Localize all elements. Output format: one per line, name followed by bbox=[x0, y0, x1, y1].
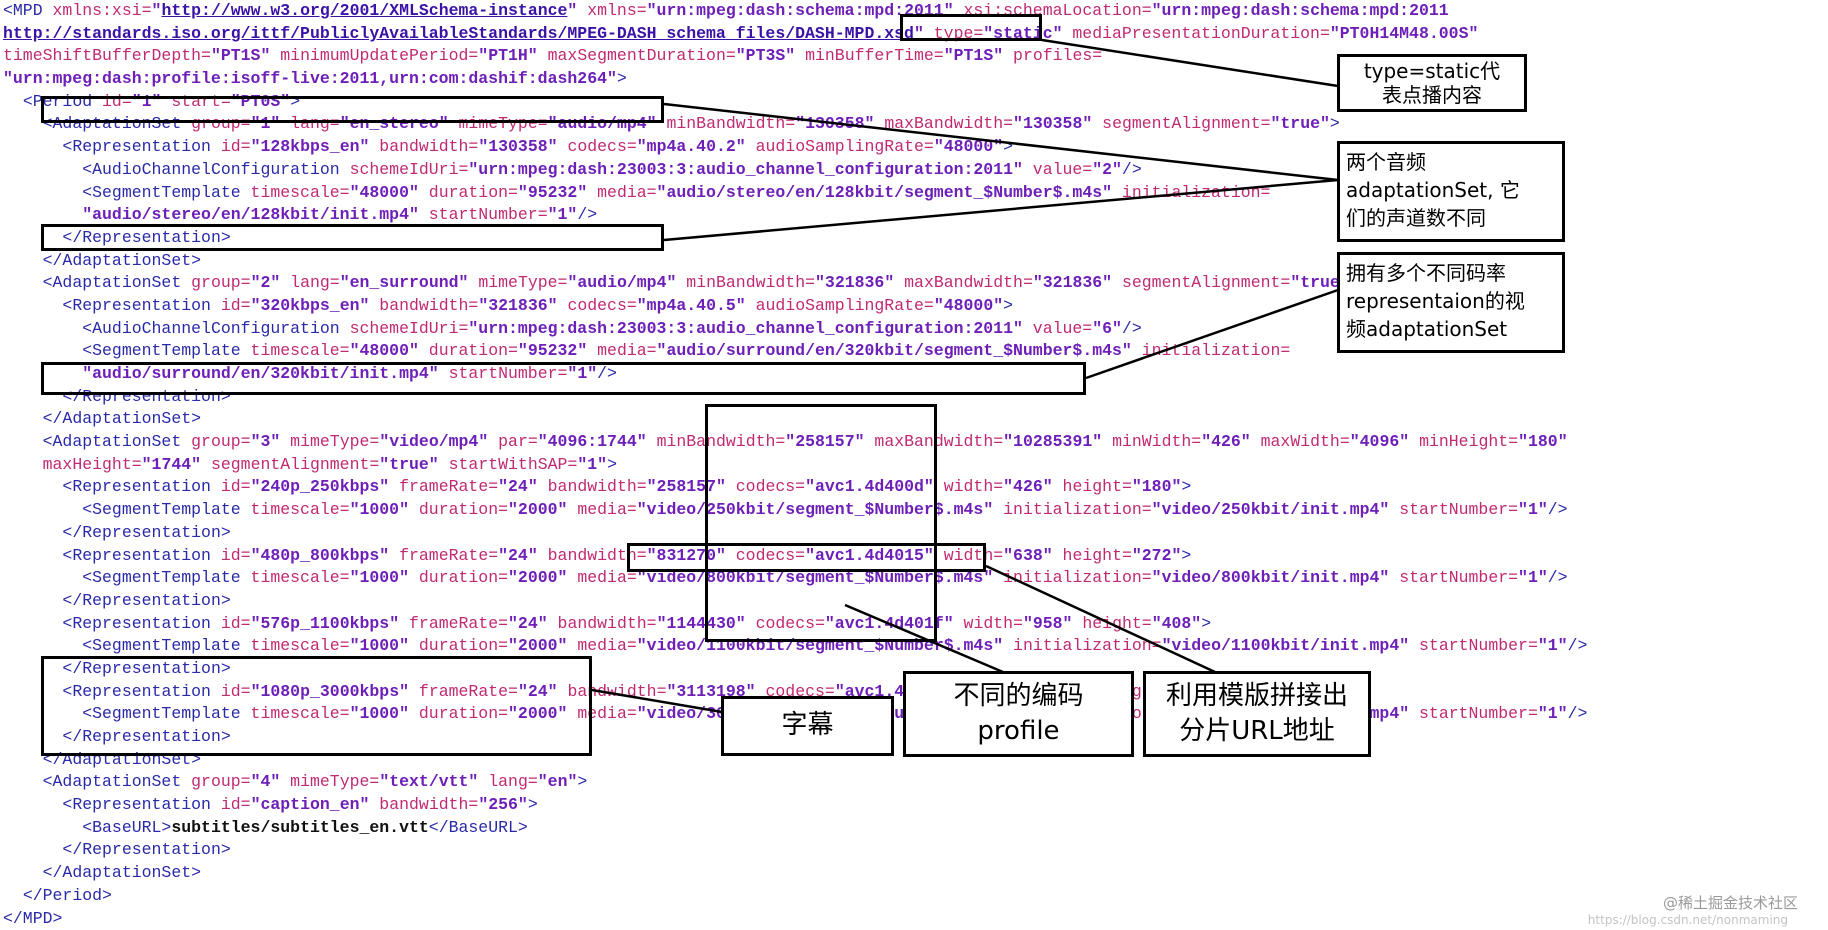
connector-audio-1 bbox=[664, 104, 1338, 180]
connector-subtitle bbox=[592, 690, 722, 712]
note-template-text: 利用模版拼接出 分片URL地址 bbox=[1166, 679, 1348, 749]
note-subtitle: 字幕 bbox=[721, 696, 894, 756]
note-type-static-text: type=static代 表点播内容 bbox=[1364, 59, 1500, 107]
connector-video bbox=[1086, 290, 1338, 378]
watermark-url: https://blog.csdn.net/nonmaming bbox=[1588, 913, 1788, 927]
note-video-adaptationset: 拥有多个不同码率 representaion的视 频adaptationSet bbox=[1337, 252, 1565, 353]
watermark: @稀土掘金技术社区 bbox=[1663, 892, 1798, 913]
note-url-template: 利用模版拼接出 分片URL地址 bbox=[1143, 671, 1371, 757]
note-subtitle-text: 字幕 bbox=[781, 708, 833, 743]
connector-static bbox=[1042, 40, 1338, 86]
note-codec-text: 不同的编码 profile bbox=[953, 679, 1083, 749]
connector-codec bbox=[845, 605, 1003, 672]
note-type-static: type=static代 表点播内容 bbox=[1337, 54, 1527, 112]
note-audio-text: 两个音频 adaptationSet, 它 们的声道数不同 bbox=[1346, 150, 1520, 230]
connector-audio-2 bbox=[664, 180, 1338, 240]
note-video-text: 拥有多个不同码率 representaion的视 频adaptationSet bbox=[1346, 261, 1525, 341]
note-codec-profile: 不同的编码 profile bbox=[903, 671, 1134, 757]
connector-template bbox=[986, 566, 1215, 672]
note-audio-adaptationsets: 两个音频 adaptationSet, 它 们的声道数不同 bbox=[1337, 141, 1565, 242]
